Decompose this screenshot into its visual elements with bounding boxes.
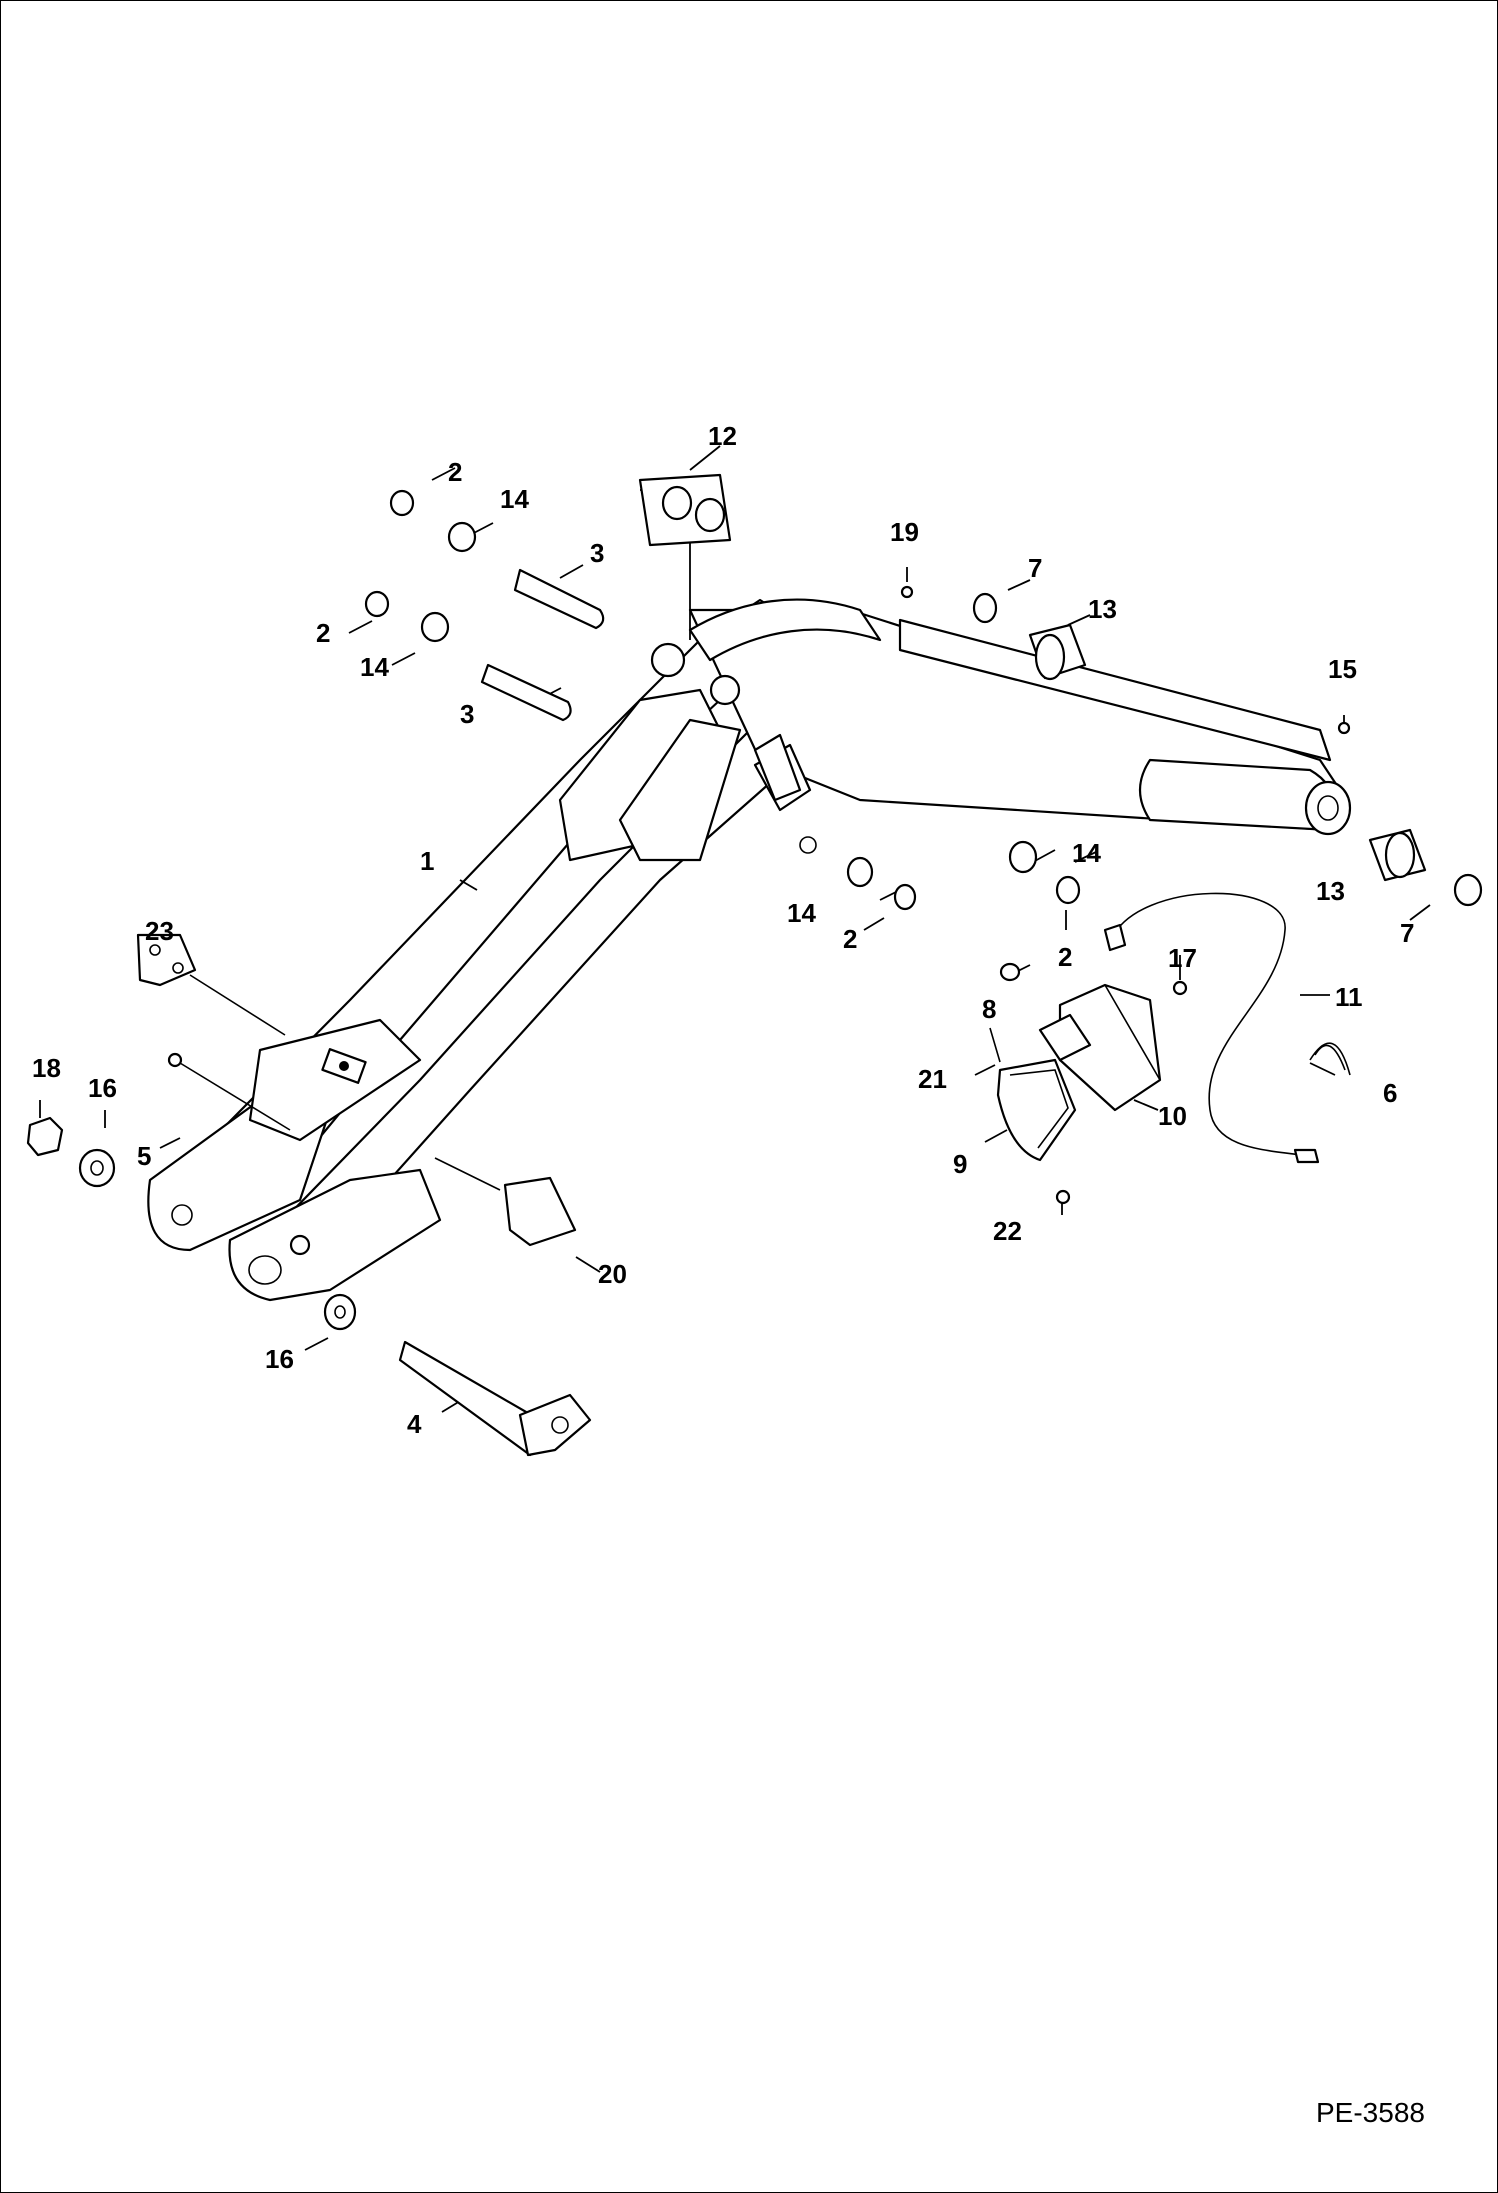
callout-1: 1	[420, 846, 434, 876]
callout-9: 9	[953, 1149, 967, 1179]
callout-20: 20	[598, 1259, 627, 1289]
callout-11: 11	[1335, 982, 1363, 1012]
callout-2: 2	[843, 924, 857, 954]
callout-labels: 2 14 3 2 14 3 12 19 7 13 15 1 14 13 7 14…	[32, 421, 1414, 1439]
callout-3: 3	[590, 538, 604, 568]
callout-13: 13	[1088, 594, 1117, 624]
figure-id: PE-3588	[1316, 2097, 1425, 2128]
callout-2: 2	[316, 618, 330, 648]
callout-16: 16	[265, 1344, 294, 1374]
callout-5: 5	[137, 1141, 151, 1171]
callout-7: 7	[1028, 553, 1042, 583]
callout-6: 6	[1383, 1078, 1397, 1108]
callout-23: 23	[145, 916, 174, 946]
callout-21: 21	[918, 1064, 947, 1094]
callout-14: 14	[787, 898, 816, 928]
callout-15: 15	[1328, 654, 1357, 684]
callout-16: 16	[88, 1073, 117, 1103]
callout-8: 8	[982, 994, 996, 1024]
callout-7: 7	[1400, 918, 1414, 948]
callout-2: 2	[448, 457, 462, 487]
callout-14: 14	[360, 652, 389, 682]
callout-12: 12	[708, 421, 737, 451]
callout-18: 18	[32, 1053, 61, 1083]
callout-14: 14	[1072, 838, 1101, 868]
callout-17: 17	[1168, 943, 1197, 973]
boom	[147, 598, 1352, 1302]
callout-3: 3	[460, 699, 474, 729]
callout-22: 22	[993, 1216, 1022, 1246]
callout-19: 19	[890, 517, 919, 547]
small-parts	[26, 473, 1483, 1457]
callout-4: 4	[407, 1409, 422, 1439]
callout-13: 13	[1316, 876, 1345, 906]
callout-14: 14	[500, 484, 529, 514]
callout-10: 10	[1158, 1101, 1187, 1131]
callout-2: 2	[1058, 942, 1072, 972]
